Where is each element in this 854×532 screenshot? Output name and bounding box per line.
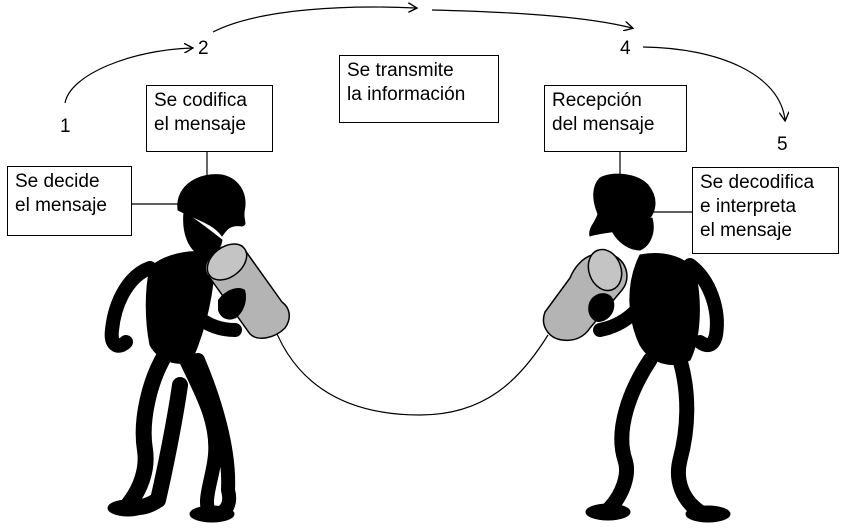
receiver-can bbox=[542, 248, 628, 342]
receiver-front-arm bbox=[593, 283, 657, 337]
step-box-encode: Se codifica el mensaje bbox=[146, 85, 273, 152]
step-label-line: Se transmite bbox=[347, 60, 454, 81]
step-label-line: el mensaje bbox=[700, 220, 792, 241]
receiver-head bbox=[609, 217, 654, 251]
step-number-2: 2 bbox=[198, 38, 209, 59]
step-label-line: del mensaje bbox=[552, 114, 655, 135]
step-number-5: 5 bbox=[777, 134, 788, 155]
flow-arrow-1-2 bbox=[64, 48, 192, 104]
receiver-hand bbox=[588, 293, 615, 322]
receiver-right-foot bbox=[685, 505, 731, 523]
receiver-left-foot bbox=[585, 503, 631, 521]
sender-hat bbox=[177, 174, 246, 237]
sender-right-leg bbox=[178, 351, 237, 522]
sender-back-arm bbox=[104, 261, 157, 353]
step-label-line: el mensaje bbox=[15, 195, 107, 216]
step-box-decode: Se decodifica e interpreta el mensaje bbox=[692, 167, 839, 254]
step-label-line: la información bbox=[347, 84, 466, 105]
step-label-line: el mensaje bbox=[154, 114, 246, 135]
sender-left-foot bbox=[107, 499, 149, 517]
sender-left-leg bbox=[120, 347, 188, 516]
sender-can bbox=[204, 243, 290, 340]
receiver-back-arm bbox=[683, 258, 724, 353]
sender-right-foot bbox=[189, 505, 235, 523]
step-box-decide: Se decide el mensaje bbox=[7, 166, 132, 236]
step-box-reception: Recepción del mensaje bbox=[544, 85, 687, 152]
flow-arrow-3-4 bbox=[431, 9, 632, 28]
receiver-right-leg bbox=[670, 352, 708, 520]
receiver-left-leg bbox=[602, 352, 658, 516]
step-label-line: Recepción bbox=[552, 90, 642, 111]
flow-arrow-4-5 bbox=[642, 46, 785, 120]
step-label-line: e interpreta bbox=[700, 196, 797, 217]
step-label-line: Se decide bbox=[15, 171, 100, 192]
sender-hand bbox=[218, 288, 246, 320]
can-string bbox=[269, 314, 549, 416]
step-label-line: Se decodifica bbox=[700, 172, 815, 193]
step-number-1: 1 bbox=[60, 116, 71, 137]
step-box-transmit: Se transmite la información bbox=[339, 55, 499, 123]
sender-figure bbox=[104, 174, 246, 523]
step-number-4: 4 bbox=[620, 38, 631, 59]
sender-front-arm bbox=[163, 273, 242, 337]
step-label-line: Se codifica bbox=[154, 90, 247, 111]
flow-arrow-2-3 bbox=[212, 7, 416, 33]
receiver-figure bbox=[585, 173, 731, 523]
